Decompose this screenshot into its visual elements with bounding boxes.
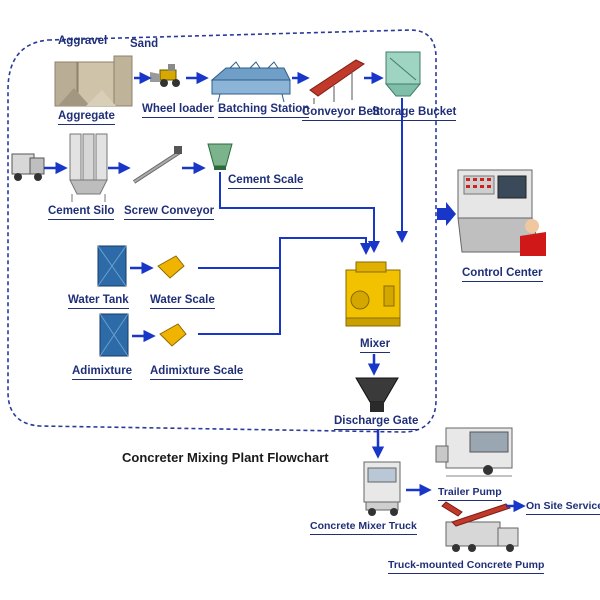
label-cement-scale: Cement Scale [228,174,304,189]
label-screw-conveyor: Screw Conveyor [124,205,215,220]
control-center-image [457,169,546,256]
label-cement-silo: Cement Silo [48,205,115,220]
conveyor-belt-image [309,59,365,104]
label-wheel-loader: Wheel loader [142,103,214,118]
label-mixer: Mixer [360,338,391,353]
cement-silo-image [69,133,108,202]
flow-arrows [44,71,526,513]
truck-pump-image [441,501,519,552]
label-admixture-scale: Adimixture Scale [150,365,244,380]
discharge-gate-image [355,377,399,412]
storage-bucket-image [384,51,422,97]
mixer-truck-image [363,461,401,516]
flowchart-title: Concreter Mixing Plant Flowchart [122,450,329,465]
label-mixer-truck: Concrete Mixer Truck [310,520,417,535]
label-aggregate: Aggregate [58,110,115,125]
label-truck-pump: Truck-mounted Concrete Pump [388,559,545,574]
line-cement-mixer [219,172,380,253]
label-conveyor-belt: Conveyor Belt [302,106,380,121]
label-admixture: Adimixture [72,365,133,380]
label-trailer-pump: Trailer Pump [438,486,502,501]
batching-station-image [210,61,291,103]
label-storage-bucket: Storage Bucket [372,106,457,121]
water-tank-image [97,245,127,287]
cement-scale-image [207,143,233,170]
trailer-pump-image [435,427,513,477]
label-sand: Sand [130,38,159,50]
aggregate-bins-image [54,55,133,107]
label-water-tank: Water Tank [68,294,129,309]
label-on-site-service: On Site Service [526,500,600,515]
label-water-scale: Water Scale [150,294,215,309]
wheel-loader-image [150,64,180,87]
label-batching-station: Batching Station [218,103,310,118]
label-control-center: Control Center [462,267,543,282]
mixer-image [345,261,401,327]
line-water-mixer [198,237,372,269]
screw-conveyor-image [132,146,182,184]
line-admixture-mixer [198,268,281,335]
admixture-scale-image [159,323,187,347]
cement-tanker-image [11,153,45,181]
arrow-to-control-center [437,202,456,226]
label-discharge-gate: Discharge Gate [334,415,419,430]
label-aggravel: Aggravel [58,35,108,47]
admixture-tank-image [99,313,129,357]
water-scale-image [157,255,185,279]
plant-boundary [7,29,437,433]
